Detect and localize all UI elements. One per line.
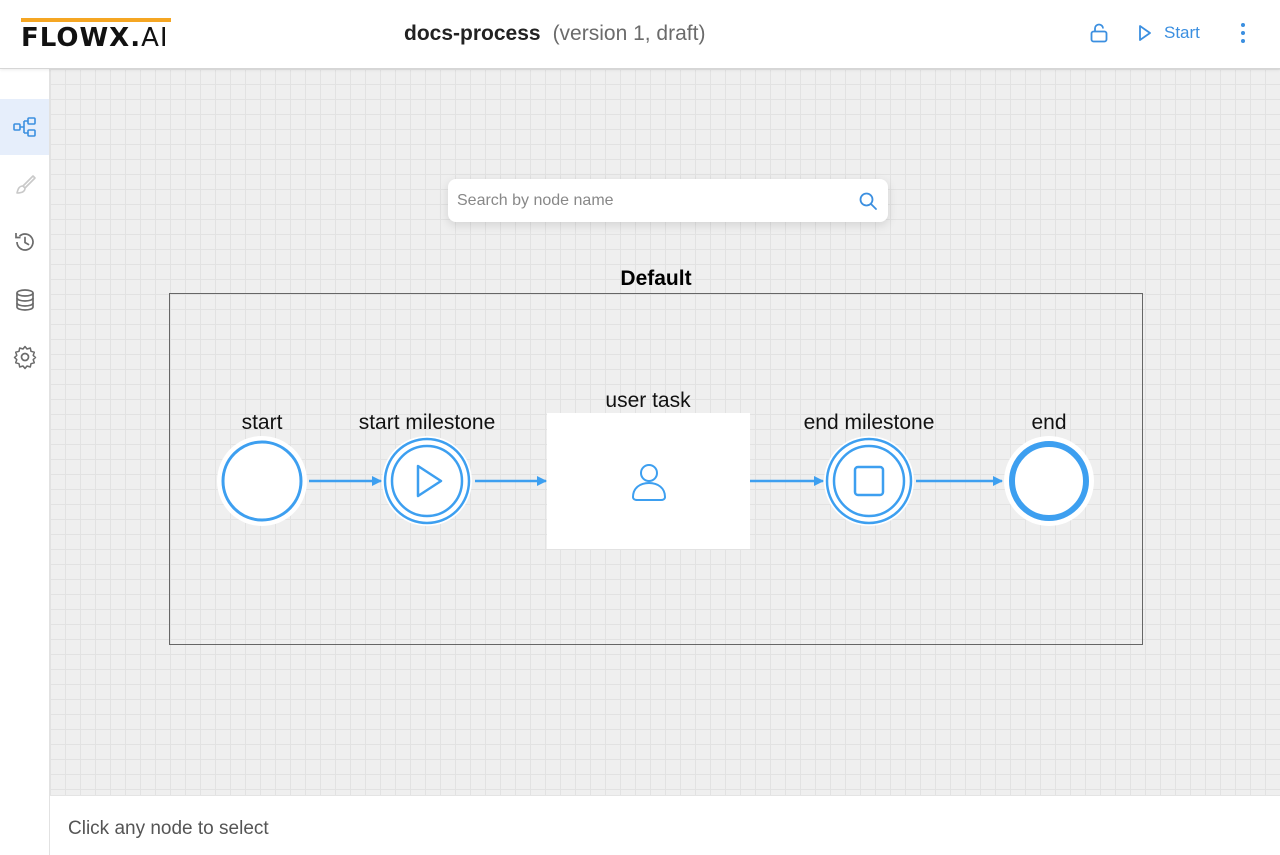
unlock-icon[interactable] <box>1088 22 1110 44</box>
node-end-milestone[interactable] <box>824 436 914 526</box>
node-start-event[interactable] <box>217 436 307 526</box>
node-label-user-task: user task <box>605 389 691 412</box>
sidebar-item-settings[interactable] <box>0 329 49 385</box>
node-label-start: start <box>241 411 283 434</box>
node-end-event[interactable] <box>1004 436 1094 526</box>
logo-text: FLOWX.AI <box>21 23 169 53</box>
process-version: (version 1, draft) <box>552 22 706 45</box>
node-search-bar <box>448 179 888 222</box>
sidebar-item-theme[interactable] <box>0 157 49 213</box>
user-icon <box>631 464 667 501</box>
node-search-input[interactable] <box>448 179 848 222</box>
history-icon <box>14 233 34 251</box>
left-sidebar <box>0 69 50 855</box>
database-icon <box>15 289 34 311</box>
settings-gear-icon <box>13 345 36 370</box>
node-label-start-milestone: start milestone <box>358 411 496 434</box>
swimlane-title: Default <box>620 267 692 290</box>
node-start-milestone[interactable] <box>382 436 472 526</box>
play-icon <box>1139 25 1151 41</box>
logo-accent-bar <box>21 18 171 22</box>
status-footer: Click any node to select <box>50 795 1280 855</box>
kebab-menu-icon[interactable] <box>1233 20 1253 46</box>
start-button-label: Start <box>1164 23 1200 42</box>
node-label-end-milestone: end milestone <box>803 411 935 434</box>
process-canvas[interactable]: Default start start milestone user task … <box>50 69 1280 795</box>
swimlane-default[interactable] <box>169 293 1143 645</box>
node-user-task[interactable] <box>547 413 750 549</box>
start-button[interactable]: Start <box>1138 20 1200 46</box>
diagram-graphics <box>217 413 1094 549</box>
node-label-end: end <box>1031 411 1067 434</box>
sidebar-item-process-diagram[interactable] <box>0 99 49 155</box>
stop-icon <box>853 465 885 497</box>
selection-hint: Click any node to select <box>68 818 269 839</box>
search-icon[interactable] <box>858 191 878 211</box>
page-title: docs-process (version 1, draft) <box>404 20 705 48</box>
play-icon <box>416 464 443 498</box>
brush-icon <box>15 175 36 194</box>
flowx-logo[interactable]: FLOWX.AI <box>21 18 173 52</box>
sidebar-item-data-model[interactable] <box>0 272 49 328</box>
sidebar-item-history[interactable] <box>0 214 49 270</box>
process-name: docs-process <box>404 22 541 45</box>
process-diagram-icon <box>12 117 36 137</box>
top-bar: FLOWX.AI docs-process(version 1, draft) … <box>0 0 1280 69</box>
